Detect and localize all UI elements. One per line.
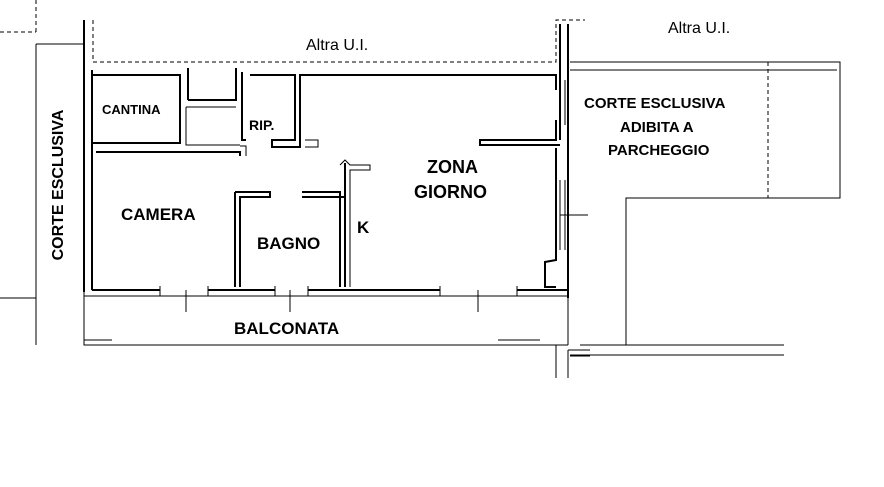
side-courtyard-outline [0,43,85,345]
parking-courtyard-outline [570,61,841,356]
camera-walls [96,145,271,287]
cantina-walls [92,68,240,146]
zona-giorno-label-line2: GIORNO [414,182,488,202]
bagno-walls [302,191,345,287]
adjacent-unit-boundary [0,0,585,63]
cantina-label: CANTINA [102,102,161,117]
balconata-label: BALCONATA [234,319,340,338]
zona-giorno-label-line1: ZONA [427,157,478,177]
parking-label-line1: CORTE ESCLUSIVA [584,95,726,112]
corridor-walls [241,72,560,148]
bagno-label: BAGNO [257,234,321,253]
kitchen-label: K [357,218,370,237]
parking-label-line3: PARCHEGGIO [608,142,710,159]
kitchen-walls [339,80,588,288]
balcony-outline [83,296,590,378]
parking-label-line2: ADIBITA A [620,119,694,136]
rip-label: RIP. [249,117,275,133]
exterior-walls [83,20,569,312]
altra-ui-label-left: Altra U.I. [306,37,369,54]
side-courtyard-label: CORTE ESCLUSIVA [50,109,67,261]
altra-ui-label-right: Altra U.I. [668,20,731,37]
camera-label: CAMERA [121,205,196,224]
